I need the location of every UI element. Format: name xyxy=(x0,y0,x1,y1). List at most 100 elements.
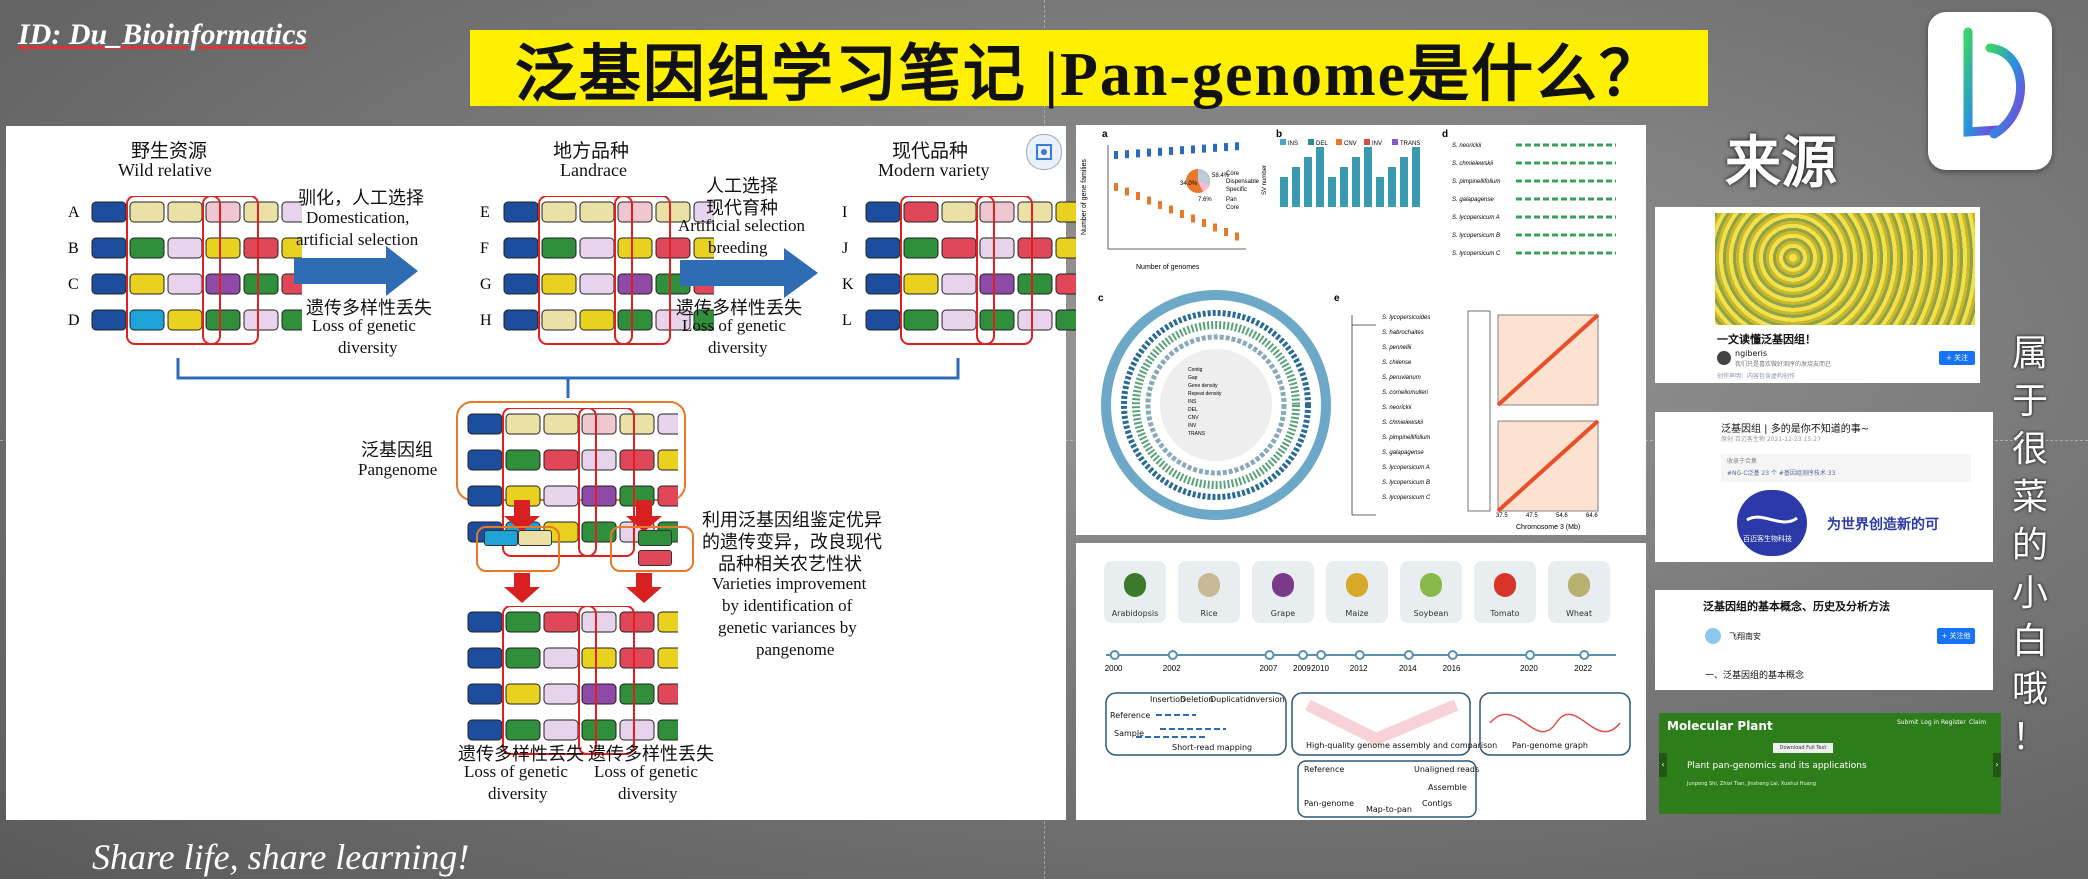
e-species-label: S. corneliomulleri xyxy=(1382,390,1429,396)
box-mark xyxy=(1114,151,1118,159)
timeline-year: 2016 xyxy=(1443,664,1461,673)
loss1-en1: Loss of genetic xyxy=(312,316,416,335)
selection-outline xyxy=(614,195,671,345)
genome-block xyxy=(505,683,541,705)
c2-meta: 原创 百迈客生物 2021-12-23 15:27 xyxy=(1721,436,1821,443)
c4-nav-register[interactable]: Register xyxy=(1941,719,1966,726)
genome-block xyxy=(657,683,693,705)
timeline-node xyxy=(1264,650,1275,660)
article-card-biomarker[interactable]: 泛基因组 | 多的是你不知道的事~ 原创 百迈客生物 2021-12-23 15… xyxy=(1655,412,1993,562)
timeline-year: 2002 xyxy=(1163,664,1181,673)
timeline-year: 2014 xyxy=(1399,664,1417,673)
a-pct-spec: 7.6% xyxy=(1198,197,1212,203)
selection-outline xyxy=(578,605,635,755)
genome-block xyxy=(541,273,577,295)
timeline-node xyxy=(1109,650,1120,660)
selection-outline xyxy=(900,195,995,345)
genome-block xyxy=(243,237,279,259)
timeline-year: 2010 xyxy=(1311,664,1329,673)
logo-icon xyxy=(1963,27,2025,139)
col2-cn: 地方品种 xyxy=(553,141,630,162)
timeline-node xyxy=(1579,650,1590,660)
c4-nav-claim[interactable]: Claim xyxy=(1969,719,1987,726)
a-pct-core: 34.0% xyxy=(1180,181,1198,187)
c4-nav-submit[interactable]: Submit xyxy=(1897,719,1919,726)
crop-label: Soybean xyxy=(1413,609,1449,618)
genome-block xyxy=(903,201,939,223)
selected-box-left xyxy=(476,526,560,572)
arrow1-en1: Domestication, xyxy=(306,208,410,227)
wave-icon xyxy=(1746,515,1798,524)
genome-block xyxy=(655,237,691,259)
e-tick-label: 47.5 xyxy=(1526,513,1538,519)
c2-tags[interactable]: #NG-C泛基 23 个 #基因组测序技术 33 xyxy=(1727,470,1836,477)
b1-title: Short-read mapping xyxy=(1172,743,1253,752)
b-legend-item: TRANS xyxy=(1400,141,1420,147)
e-tick-label: 54.6 xyxy=(1556,513,1568,519)
circos-legend-item: Gene density xyxy=(1188,383,1218,389)
genome-block xyxy=(1017,309,1053,331)
timeline-year: 2022 xyxy=(1574,664,1592,673)
genome-block xyxy=(979,309,1015,331)
col3-cn: 现代品种 xyxy=(892,141,969,162)
sv-bar xyxy=(1328,177,1336,207)
download-button[interactable]: Download Full Text xyxy=(1773,743,1833,753)
a-legend-pan: Pan xyxy=(1226,197,1237,203)
a-legend-core: Core xyxy=(1226,205,1240,211)
c4-nav-login[interactable]: Log in xyxy=(1921,719,1940,726)
sv-bar xyxy=(1340,167,1348,207)
follow-button[interactable]: + 关注 xyxy=(1939,351,1975,365)
sv-bar xyxy=(1412,147,1420,207)
selection-outline xyxy=(578,407,635,557)
source-heading: 来源 xyxy=(1725,131,1837,196)
chevron-right-icon[interactable]: › xyxy=(1993,753,2001,777)
article-card-molecular-plant[interactable]: Molecular Plant Submit Log in Register C… xyxy=(1659,713,2001,814)
b-legend-item: INS xyxy=(1288,141,1298,147)
row-label: G xyxy=(480,276,492,293)
down-arrows xyxy=(504,500,662,532)
grape-icon xyxy=(1272,573,1294,597)
scan-button[interactable] xyxy=(1026,134,1062,170)
side-char: 属 xyxy=(2011,333,2048,374)
pangenome-en: Pangenome xyxy=(358,460,438,479)
title-banner: 泛基因组学习笔记 |Pan-genome是什么？ xyxy=(470,30,1708,109)
crop-tile: Maize xyxy=(1326,561,1388,623)
article-card-concept[interactable]: 泛基因组的基本概念、历史及分析方法 飞翔南安 + 关注他 一、泛基因组的基本概念 xyxy=(1655,590,1993,690)
b4-contigs: Contigs xyxy=(1422,799,1453,808)
arrow2-en1: Artificial selection xyxy=(678,216,805,235)
genome-block xyxy=(467,683,503,705)
selected-box-right xyxy=(610,526,694,572)
tomato-pangenome-figure: a Number of gene families Number of geno… xyxy=(1076,125,1646,535)
follow-button[interactable]: + 关注他 xyxy=(1937,628,1975,644)
timeline-node xyxy=(1167,650,1178,660)
a-pct-disp: 58.4% xyxy=(1212,173,1230,179)
arrow2-cn2: 现代育种 xyxy=(706,198,778,218)
box-mark xyxy=(1147,196,1151,205)
a-xlabel: Number of genomes xyxy=(1136,264,1200,271)
e-species-label: S. lycopersicum B xyxy=(1382,480,1430,486)
genome-block xyxy=(205,309,241,331)
d-species-label: S. lycopersicum B xyxy=(1452,233,1500,239)
rice-icon xyxy=(1198,573,1220,597)
timeline-node xyxy=(1525,650,1536,660)
c3-section: 一、泛基因组的基本概念 xyxy=(1705,671,1805,681)
row-label: C xyxy=(68,276,79,293)
selection-outline xyxy=(502,407,597,557)
box-mark xyxy=(1158,147,1162,156)
e-species-label: S. habrochaites xyxy=(1382,330,1424,336)
arrow-right-icon xyxy=(294,246,418,296)
panel-label-e: e xyxy=(1334,293,1340,304)
arrow2-en2: breeding xyxy=(708,238,768,257)
side-char: 白 xyxy=(2011,621,2048,662)
chevron-left-icon[interactable]: ‹ xyxy=(1659,753,1667,777)
c4-title: Plant pan-genomics and its applications xyxy=(1687,761,1867,771)
box-mark xyxy=(1224,228,1228,236)
article-card-zhihu[interactable]: 一文读懂泛基因组！ ngiberis 我们只是喜欢做好测序的发烧友而已 + 关注… xyxy=(1655,207,1980,383)
genome-block xyxy=(243,273,279,295)
box-mark xyxy=(1180,210,1184,218)
genome-block xyxy=(543,611,579,633)
loss4-cn: 遗传多样性丢失 xyxy=(588,744,714,764)
